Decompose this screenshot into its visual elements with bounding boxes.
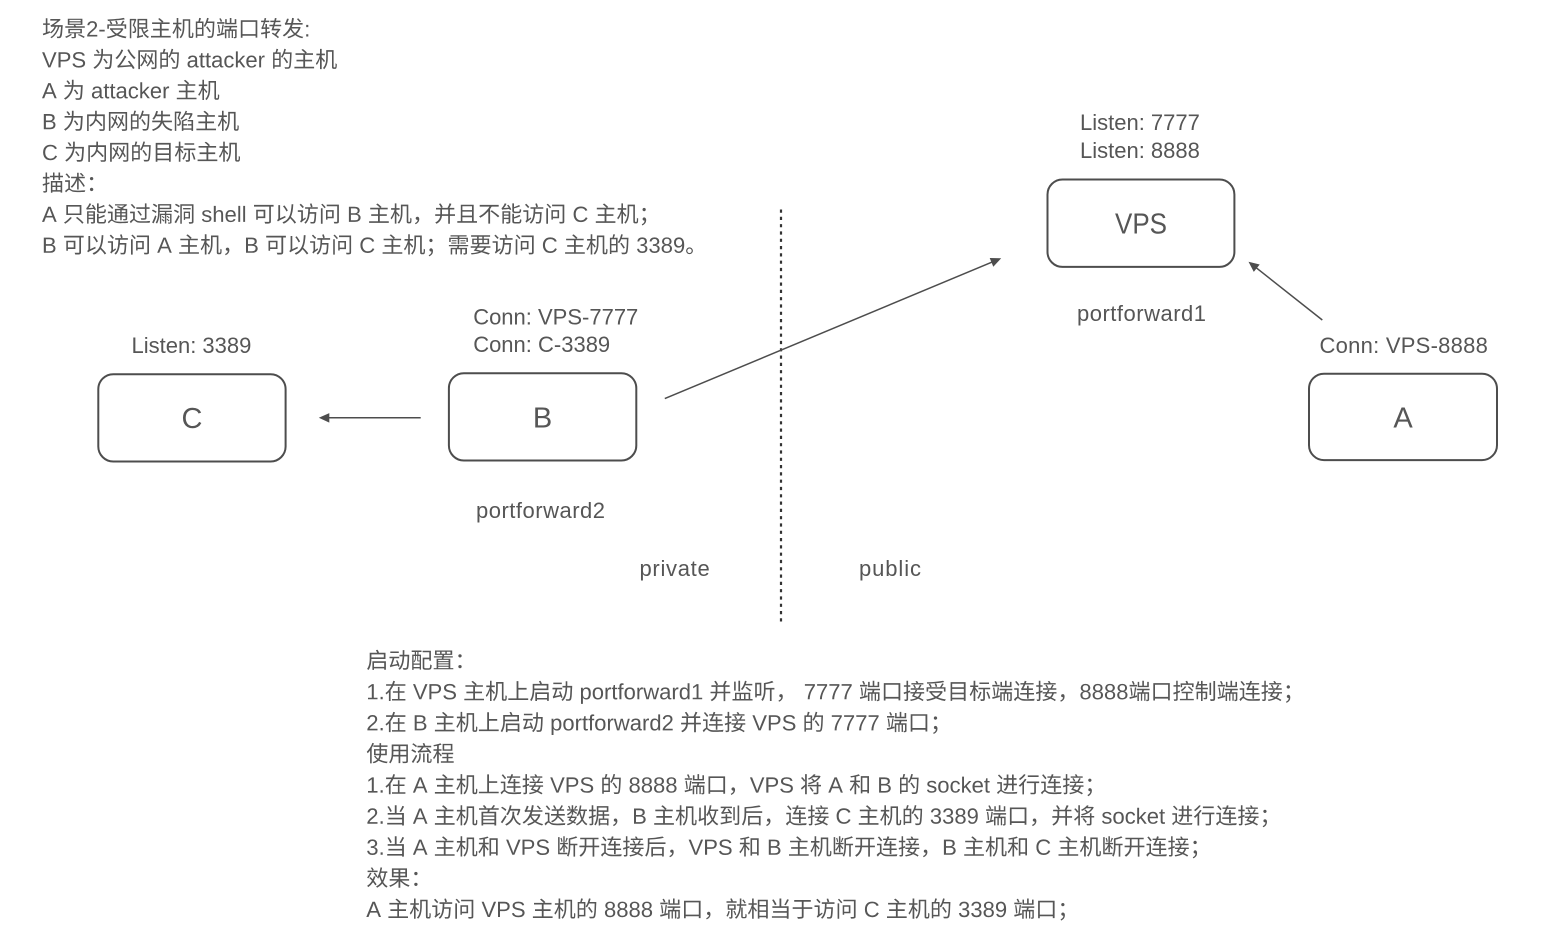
svg-text:Listen: 8888: Listen: 8888 xyxy=(1080,138,1200,163)
svg-text:Listen: 7777: Listen: 7777 xyxy=(1080,110,1200,135)
svg-text:Conn: C-3389: Conn: C-3389 xyxy=(473,332,610,357)
svg-text:portforward2: portforward2 xyxy=(476,498,606,523)
svg-text:Conn: VPS-7777: Conn: VPS-7777 xyxy=(473,304,638,329)
svg-text:A: A xyxy=(1393,403,1413,435)
svg-text:C: C xyxy=(182,403,203,435)
svg-text:public: public xyxy=(859,556,922,581)
svg-text:portforward1: portforward1 xyxy=(1077,301,1207,326)
svg-text:private: private xyxy=(640,556,711,581)
svg-text:VPS: VPS xyxy=(1115,209,1167,241)
svg-text:Listen: 3389: Listen: 3389 xyxy=(132,333,252,358)
svg-text:B: B xyxy=(533,403,552,435)
svg-text:Conn: VPS-8888: Conn: VPS-8888 xyxy=(1320,333,1489,358)
